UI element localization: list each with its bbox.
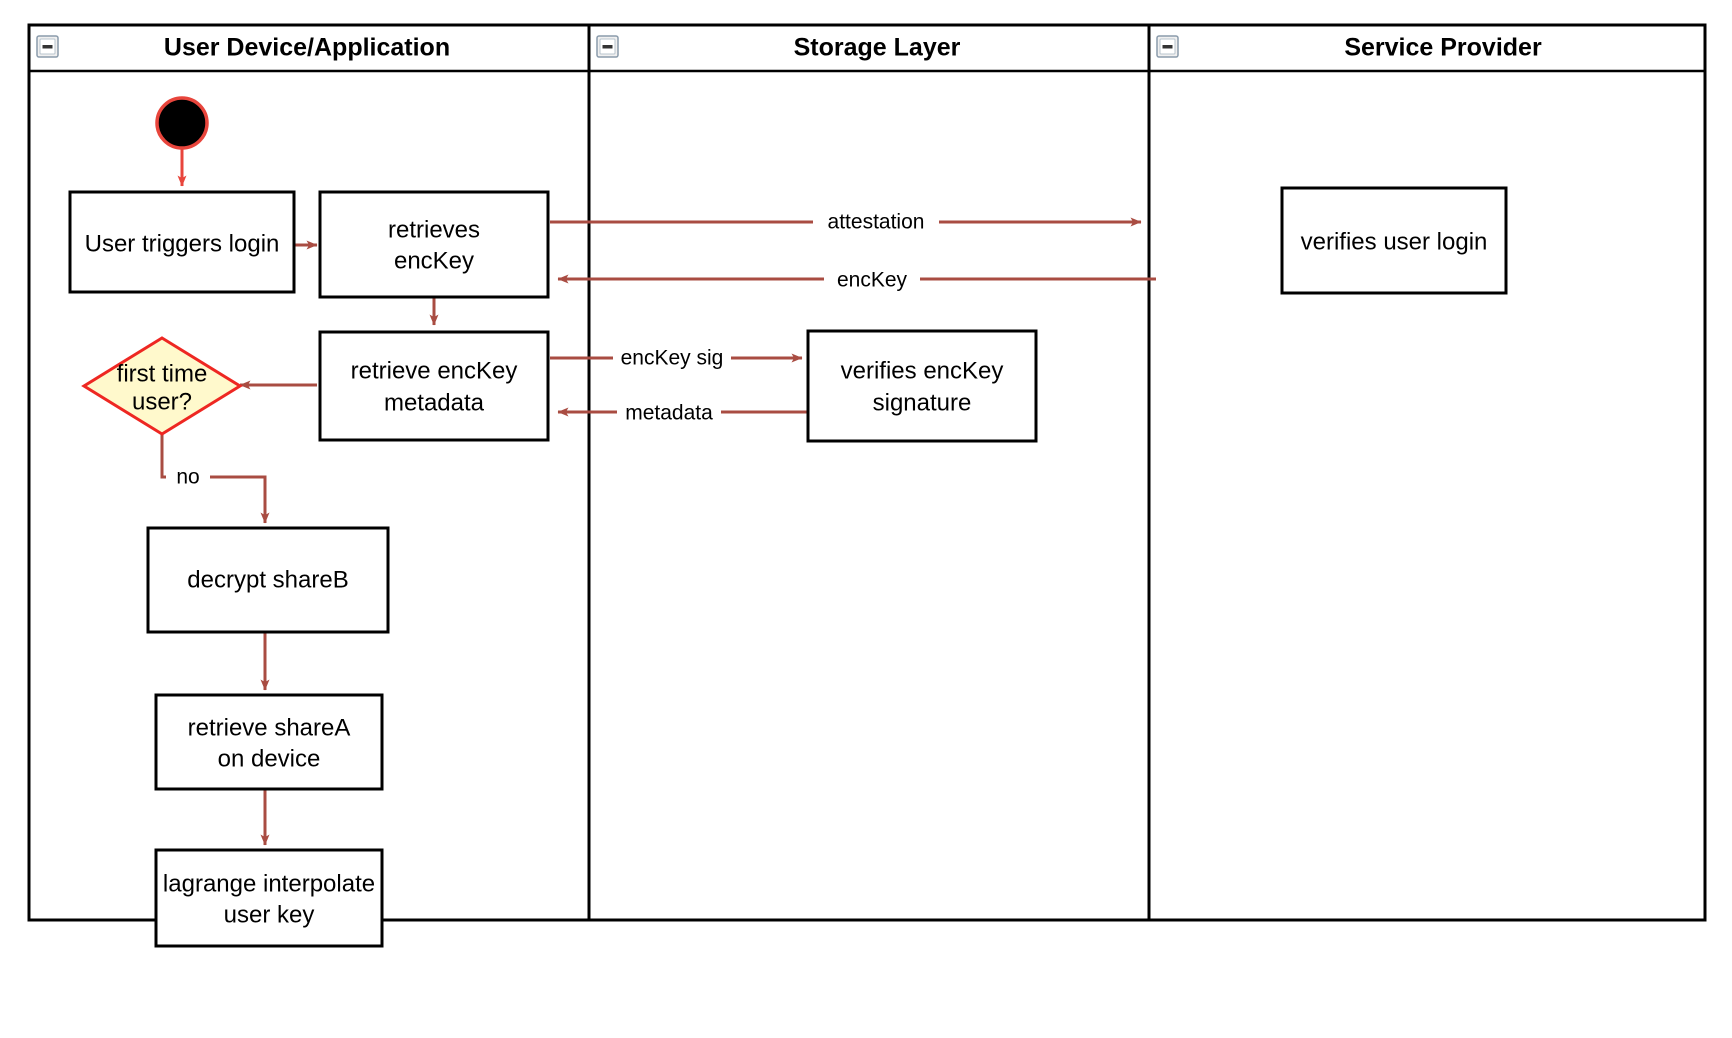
node-lagrange-interpolate-user-key[interactable]: lagrange interpolate user key [154,848,384,948]
node-verifies-enckey-signature[interactable]: verifies encKey signature [806,329,1038,443]
node-retrieve-enckey-metadata[interactable]: retrieve encKey metadata [318,330,550,442]
collapse-minus-icon[interactable] [596,35,619,58]
node-retrieve-sharea-on-device[interactable]: retrieve shareA on device [154,693,384,791]
edge-label-enckey: encKey [837,269,908,292]
node-label-verify-signature-line2: signature [873,389,972,416]
node-label-user-triggers-login: User triggers login [85,230,280,257]
lane-header-service-provider: Service Provider [1156,34,1542,62]
node-label-retrieve-metadata-line1: retrieve encKey [351,357,518,384]
edge-decision-to-decrypt: no [160,425,270,524]
edge-service-provider-to-retrieves: encKey [557,265,1156,293]
edge-label-enckey-sig: encKey sig [621,347,724,370]
node-label-retrieves-enckey-line1: retrieves [388,216,480,243]
node-label-sharea-line1: retrieve shareA [188,714,351,741]
lane-title-storage: Storage Layer [794,34,961,62]
node-label-verify-signature-line1: verifies encKey [841,357,1004,384]
node-decrypt-shareb[interactable]: decrypt shareB [146,526,390,634]
node-label-retrieves-enckey-line2: encKey [394,247,474,274]
collapse-minus-icon[interactable] [36,35,59,58]
node-label-lagrange-line1: lagrange interpolate [163,870,375,897]
edge-label-metadata: metadata [625,402,713,425]
edge-verify-signature-to-metadata: metadata [557,398,810,426]
edge-retrieves-to-service-provider: attestation [550,208,1142,236]
collapse-minus-icon[interactable] [1156,35,1179,58]
edge-label-no: no [176,466,199,489]
node-label-decision-line1: first time [117,360,208,387]
swimlane-frame [27,23,1707,922]
node-first-time-user-decision[interactable]: first time user? [81,336,243,436]
node-label-decrypt-shareb: decrypt shareB [187,566,348,593]
node-verifies-user-login[interactable]: verifies user login [1280,186,1508,295]
edge-label-attestation: attestation [828,211,925,234]
lane-header-user-device: User Device/Application [36,34,450,62]
start-node[interactable] [155,96,209,150]
node-label-sharea-line2: on device [218,745,321,772]
node-label-retrieve-metadata-line2: metadata [384,389,485,416]
node-label-verifies-user-login: verifies user login [1301,228,1488,255]
lane-header-storage: Storage Layer [596,34,961,62]
node-retrieves-enckey[interactable]: retrieves encKey [318,190,550,299]
lane-title-service-provider: Service Provider [1344,34,1542,62]
edge-metadata-to-verify-signature: encKey sig [550,344,803,372]
node-label-decision-line2: user? [132,388,192,415]
lane-title-user-device: User Device/Application [164,34,450,62]
node-user-triggers-login[interactable]: User triggers login [68,190,296,294]
node-label-lagrange-line2: user key [224,901,315,928]
